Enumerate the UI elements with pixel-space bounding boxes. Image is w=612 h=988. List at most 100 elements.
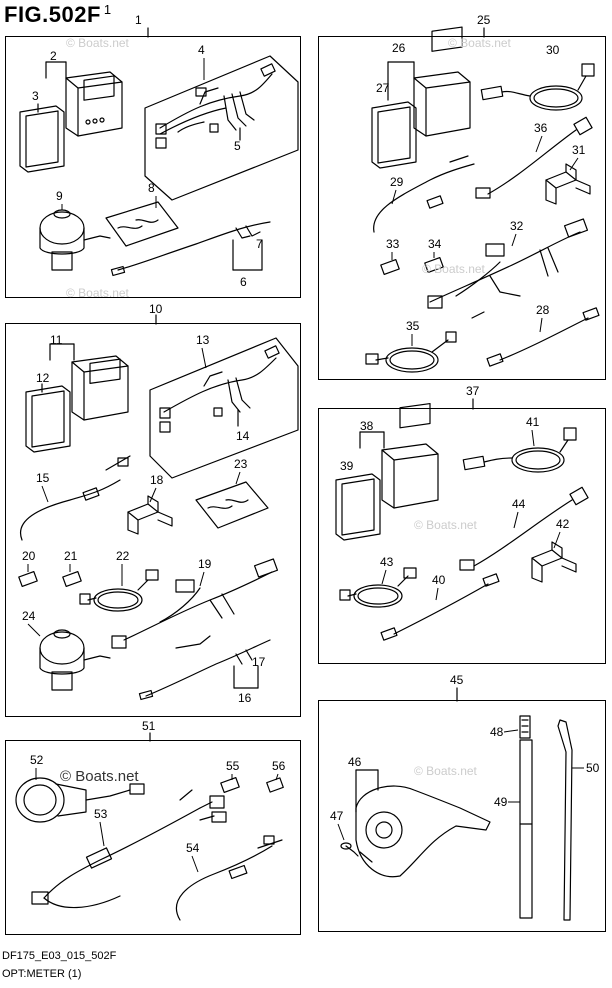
rod-49 [519, 739, 533, 919]
buzzer-9 [39, 209, 111, 271]
meter-bracket-46 [355, 785, 491, 878]
callout: 23 [234, 457, 248, 471]
callout: 32 [510, 219, 524, 233]
callout: 28 [536, 303, 550, 317]
callout: 8 [148, 181, 155, 195]
cable-22 [79, 569, 159, 612]
callout: 14 [236, 429, 250, 443]
callout: 4 [198, 43, 205, 57]
group-box-1 [5, 36, 301, 298]
callout: 16 [238, 691, 252, 705]
t-connector-31 [545, 163, 591, 205]
callout: 30 [546, 43, 560, 57]
t-connector-42 [531, 541, 577, 583]
watermark: © Boats.net [60, 768, 139, 785]
cable-41 [462, 427, 577, 473]
cable-tie-50 [557, 719, 573, 921]
cable-40 [380, 573, 500, 641]
meter-cover-27 [371, 101, 417, 169]
cable-28 [486, 307, 600, 367]
connector-20 [18, 570, 38, 588]
connector-21 [62, 570, 82, 588]
group-box-51 [5, 740, 301, 935]
callout: 49 [494, 795, 508, 809]
callout: 27 [376, 81, 390, 95]
group-box-45 [318, 700, 606, 932]
cable-35 [365, 331, 457, 373]
callout: 47 [330, 809, 344, 823]
watermark: © Boats.net [414, 764, 477, 778]
instruction-bag-23 [195, 481, 269, 529]
meter-cover-39 [335, 473, 381, 541]
meter-display-11 [71, 355, 129, 421]
harness-53 [31, 789, 227, 909]
wiring-harness-13 [149, 337, 299, 479]
callout: 56 [272, 759, 286, 773]
callout: 2 [50, 49, 57, 63]
callout: 48 [490, 725, 504, 739]
callout: 19 [198, 557, 212, 571]
cable-15 [19, 455, 131, 541]
callout: 3 [32, 89, 39, 103]
callout: 38 [360, 419, 374, 433]
harness-32 [427, 218, 589, 319]
meter-cover-12 [25, 385, 71, 453]
watermark: © Boats.net [414, 518, 477, 532]
meter-display-38 [381, 402, 439, 509]
callout: 35 [406, 319, 420, 333]
buzzer-24 [39, 629, 111, 691]
callout: 25 [477, 13, 491, 27]
callout: 31 [572, 143, 586, 157]
connector-34 [424, 256, 444, 274]
cable-43 [339, 567, 417, 608]
connector-56 [266, 777, 284, 793]
harness-19 [111, 558, 279, 649]
meter-display-2 [65, 71, 123, 137]
callout: 50 [586, 761, 600, 775]
cable-30 [480, 63, 595, 111]
connector-33 [380, 258, 400, 276]
watermark: © Boats.net [422, 262, 485, 276]
callout: 12 [36, 371, 50, 385]
callout: 46 [348, 755, 362, 769]
callout: 5 [234, 139, 241, 153]
meter-display-26 [413, 26, 471, 137]
callout: 7 [256, 237, 263, 251]
callout: 10 [149, 302, 163, 316]
callout: 36 [534, 121, 548, 135]
callout: 34 [428, 237, 442, 251]
callout: 20 [22, 549, 36, 563]
meter-cover-3 [19, 105, 65, 173]
callout: 6 [240, 275, 247, 289]
callout: 22 [116, 549, 130, 563]
callout: 18 [150, 473, 164, 487]
callout: 26 [392, 41, 406, 55]
callout: 55 [226, 759, 240, 773]
group-box-37 [318, 408, 606, 664]
watermark: © Boats.net [448, 36, 511, 50]
wiring-harness-4 [144, 55, 299, 201]
callout: 40 [432, 573, 446, 587]
t-connector-18 [127, 495, 173, 535]
callout: 21 [64, 549, 78, 563]
watermark: © Boats.net [66, 36, 129, 50]
cable-44 [459, 486, 589, 571]
callout: 42 [556, 517, 570, 531]
gauge-52 [15, 777, 145, 823]
callout: 51 [142, 719, 156, 733]
callout: 33 [386, 237, 400, 251]
callout: 1 [135, 13, 142, 27]
callout: 29 [390, 175, 404, 189]
callout: 54 [186, 841, 200, 855]
callout: 15 [36, 471, 50, 485]
callout: 9 [56, 189, 63, 203]
callout: 11 [50, 333, 63, 347]
connector-55 [220, 776, 240, 794]
callout: 41 [526, 415, 540, 429]
cable-tie-48 [519, 715, 531, 739]
callout: 39 [340, 459, 354, 473]
instruction-bag-8 [105, 201, 179, 247]
